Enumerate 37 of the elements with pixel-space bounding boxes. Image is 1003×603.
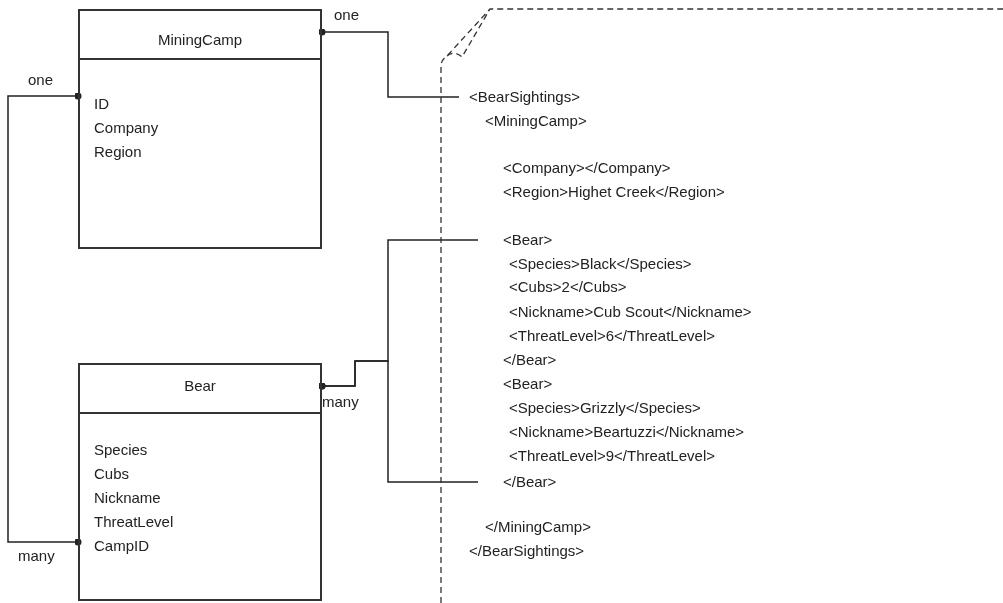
entity-box (78, 9, 322, 249)
xml-tag: <BearSightings> (459, 88, 580, 106)
xml-tag: </BearSightings> (469, 542, 585, 560)
xml-tag: <ThreatLevel>9</ThreatLevel> (509, 447, 715, 465)
cardinality-label: one (28, 71, 54, 89)
attribute-name: Company (94, 119, 159, 137)
connector (318, 28, 460, 98)
attribute-name: Cubs (94, 465, 130, 483)
xml-tag: <Nickname>Beartuzzi</Nickname> (509, 423, 745, 441)
entity-box (78, 363, 322, 601)
xml-tag: </Bear> (478, 473, 557, 491)
entity-title: Bear (184, 377, 216, 395)
xml-tag: </MiningCamp> (485, 518, 591, 536)
attribute-name: ThreatLevel (94, 513, 174, 531)
entity-title: MiningCamp (157, 31, 243, 49)
connector (7, 92, 82, 546)
xml-tag: <MiningCamp> (485, 112, 587, 130)
attribute-name: Region (94, 143, 142, 161)
attribute-name: Species (94, 441, 148, 459)
xml-tag: <Species>Grizzly</Species> (509, 399, 701, 417)
cardinality-label: many (322, 393, 359, 411)
connector (318, 360, 479, 483)
xml-tag: <Cubs>2</Cubs> (509, 278, 627, 296)
xml-tag: <Company></Company> (503, 159, 671, 177)
cardinality-label: one (334, 6, 360, 24)
xml-tag: <Species>Black</Species> (509, 255, 692, 273)
xml-tag: <Nickname>Cub Scout</Nickname> (509, 303, 752, 321)
document-page (440, 8, 1003, 603)
cardinality-label: many (18, 547, 55, 565)
xml-tag: <Bear> (478, 231, 553, 249)
attribute-name: ID (94, 95, 109, 113)
xml-tag: <Bear> (503, 375, 553, 393)
xml-tag: <Region>Highet Creek</Region> (503, 183, 725, 201)
xml-tag: </Bear> (503, 351, 557, 369)
attribute-name: CampID (94, 537, 149, 555)
xml-tag: <ThreatLevel>6</ThreatLevel> (509, 327, 715, 345)
attribute-name: Nickname (94, 489, 161, 507)
